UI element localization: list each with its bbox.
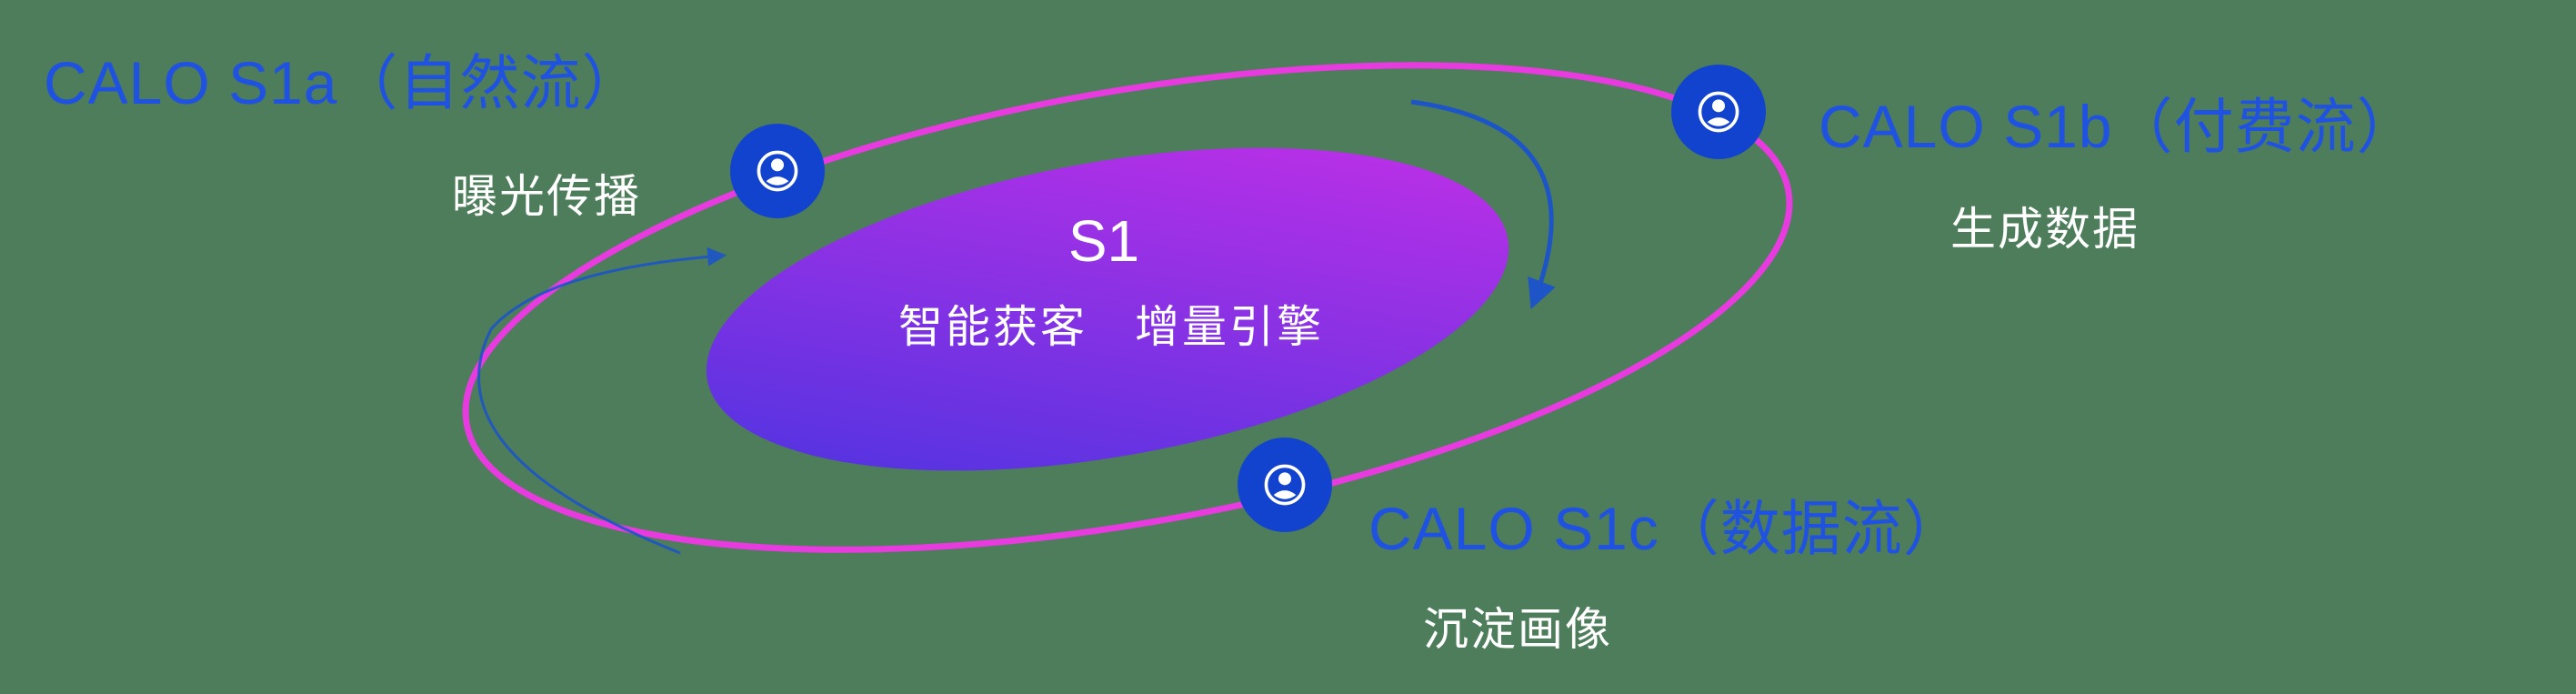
core-title: S1 <box>1067 208 1140 274</box>
node-label-s1a: CALO S1a（自然流） <box>44 49 643 116</box>
node-label-s1c: CALO S1c（数据流） <box>1368 495 1964 562</box>
node-caption-s1a: 曝光传播 <box>452 171 641 222</box>
user-icon <box>1238 438 1332 532</box>
user-icon <box>1671 65 1766 159</box>
core-subtitle: 智能获客 增量引擎 <box>897 303 1325 352</box>
orbit-ellipse <box>462 62 1793 553</box>
node-label-s1b: CALO S1b（付费流） <box>1819 93 2418 160</box>
flow-arrow-left-icon <box>477 246 727 555</box>
core-ellipse <box>706 147 1509 471</box>
flow-arrow-top-right-icon <box>1410 99 1556 310</box>
user-icon <box>730 124 825 218</box>
node-caption-s1c: 沉淀画像 <box>1423 604 1612 655</box>
node-caption-s1b: 生成数据 <box>1950 204 2140 255</box>
